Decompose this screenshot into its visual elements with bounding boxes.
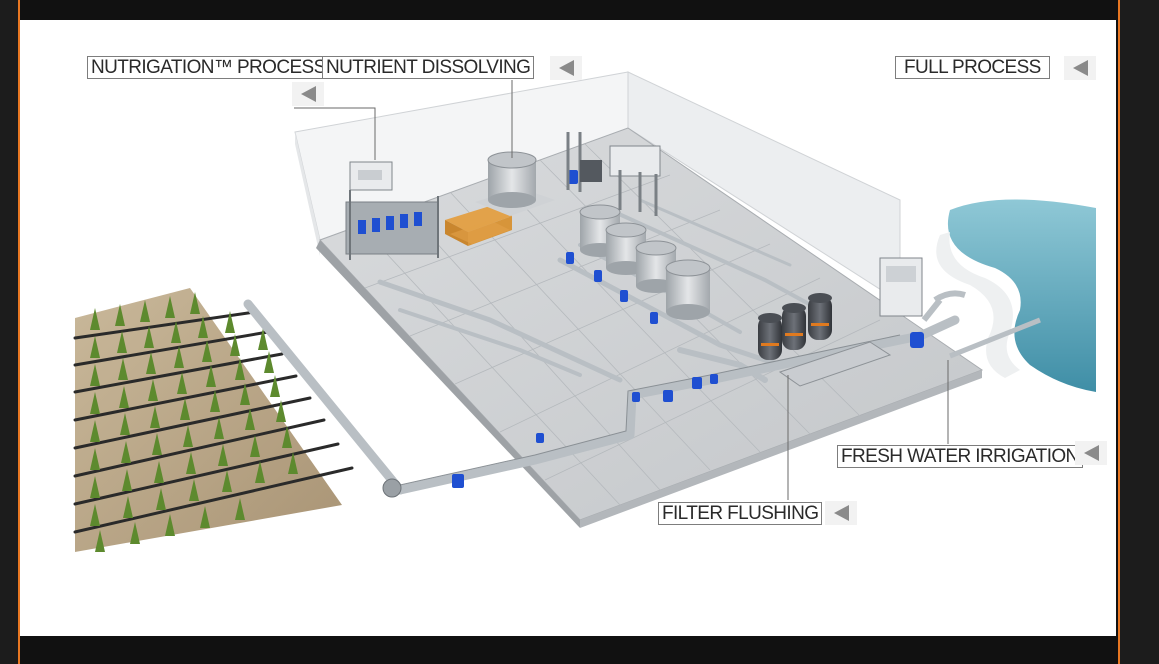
callout-leader-lines [294, 80, 949, 500]
water-reservoir [936, 199, 1096, 392]
crop-field [73, 288, 405, 552]
filter-flushing-play-button[interactable] [825, 501, 857, 525]
nutrigation-play-button[interactable] [292, 82, 324, 106]
left-accent-line [18, 0, 20, 664]
process-illustration-stage: NUTRIGATION™ PROCESS NUTRIENT DISSOLVING… [20, 20, 1116, 636]
pipe-elbow [382, 478, 402, 498]
left-frame-bar [0, 0, 18, 664]
right-accent-line [1118, 0, 1120, 664]
play-left-icon [558, 60, 574, 76]
nutrient-tanks [579, 204, 711, 320]
fresh-water-pump [879, 257, 1041, 359]
right-frame-bar [1118, 0, 1159, 664]
nutrigation-unit [345, 161, 439, 260]
fertilizer-bags [445, 206, 512, 246]
building-walls [294, 71, 901, 303]
filter-station [758, 293, 892, 387]
nutrient-dissolving-play-button[interactable] [550, 56, 582, 80]
dissolving-tank [475, 151, 555, 216]
play-left-icon [300, 86, 316, 102]
irrigation-system-illustration [73, 71, 1096, 552]
back-pump-skid [566, 132, 661, 216]
label-fresh-water-irrigation[interactable]: FRESH WATER IRRIGATION [837, 445, 1083, 468]
label-filter-flushing[interactable]: FILTER FLUSHING [658, 502, 823, 525]
label-nutrigation-process[interactable]: NUTRIGATION™ PROCESS [87, 56, 330, 79]
play-left-icon [833, 505, 849, 521]
fresh-water-play-button[interactable] [1075, 441, 1107, 465]
full-process-play-button[interactable] [1064, 56, 1096, 80]
label-nutrient-dissolving[interactable]: NUTRIENT DISSOLVING [322, 56, 535, 79]
pipe-outline [399, 334, 901, 486]
play-left-icon [1083, 445, 1099, 461]
label-full-process[interactable]: FULL PROCESS [895, 56, 1050, 79]
play-left-icon [1072, 60, 1088, 76]
